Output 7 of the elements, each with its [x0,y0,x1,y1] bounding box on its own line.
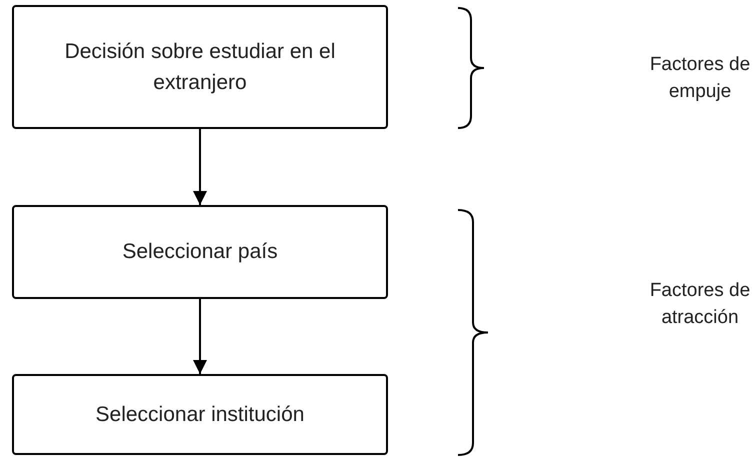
arrow [193,129,207,205]
bracket-label: Factores de empuje [648,53,752,104]
arrow [193,299,207,374]
process-box: Decisión sobre estudiar en el extranjero [12,5,388,129]
process-box: Seleccionar país [12,205,388,299]
bracket-label: Factores de atracción [648,279,752,330]
process-box: Seleccionar institución [12,374,388,455]
